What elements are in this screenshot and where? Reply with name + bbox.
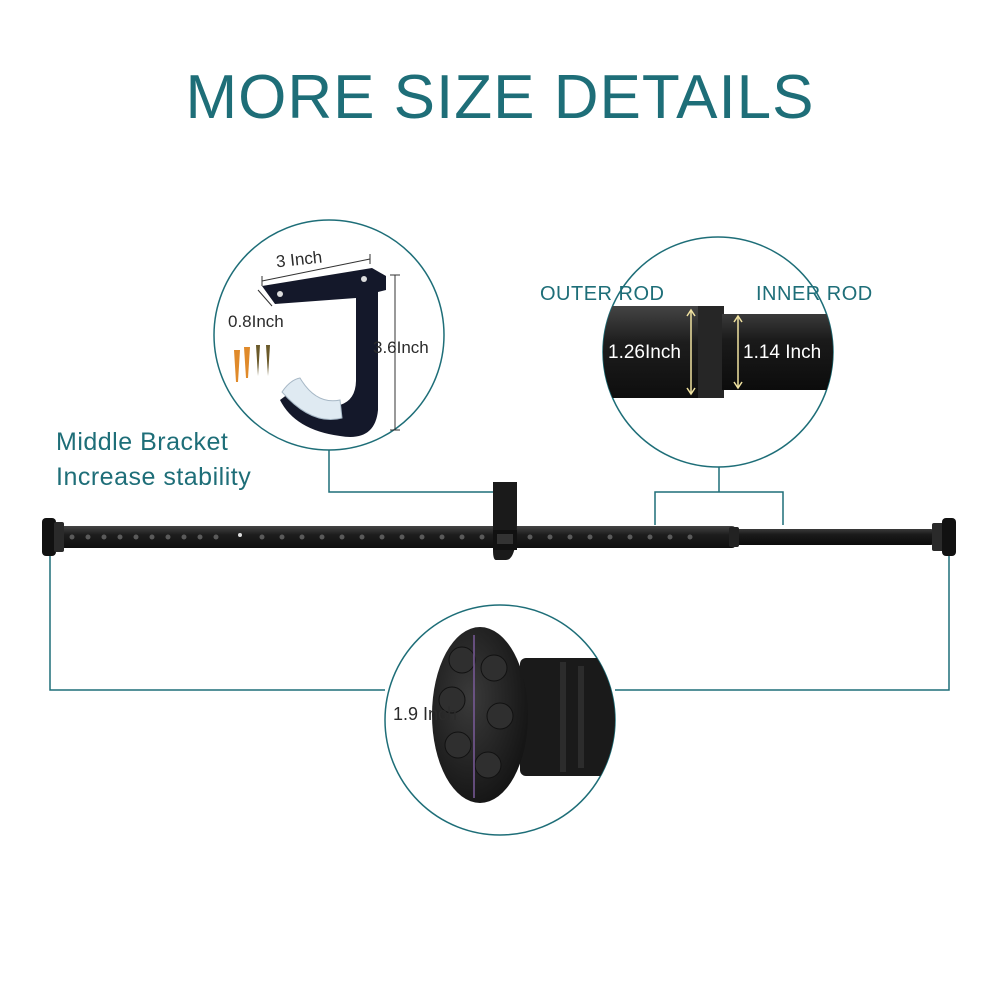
length-line-right (615, 555, 950, 691)
width-dim-line (261, 258, 371, 282)
joint-closeup (698, 306, 724, 398)
rod-joint (729, 527, 739, 547)
end-cap-right (942, 518, 956, 556)
bracket-depth-label: 0.8Inch (228, 312, 284, 331)
adjustment-holes (69, 533, 693, 540)
bracket-label-line1: Middle Bracket (56, 428, 229, 456)
bracket-detail-circle (213, 219, 445, 451)
page-title: MORE SIZE DETAILS (185, 63, 815, 132)
inner-rod (734, 529, 934, 545)
outer-rod (56, 526, 736, 548)
end-cap-right-collar (932, 523, 944, 551)
end-cap-detail-circle (384, 604, 616, 836)
screws-and-anchors (234, 345, 270, 382)
tension-rod (42, 482, 956, 560)
outer-rod-label: OUTER ROD (540, 283, 665, 305)
length-line-left (49, 555, 385, 691)
outer-rod-diameter: 1.26Inch (608, 342, 681, 363)
inner-rod-label: INNER ROD (756, 283, 873, 305)
bracket-clip (281, 377, 343, 420)
inner-rod-closeup (722, 314, 833, 390)
bracket-callout-line (328, 450, 507, 500)
inner-rod-diameter: 1.14 Inch (743, 342, 822, 363)
joint-callout-bracket (654, 491, 784, 525)
bracket-height-label: 3.6Inch (373, 338, 429, 357)
bracket-label-line2: Increase stability (56, 463, 252, 491)
end-cap-left (42, 518, 56, 556)
depth-dim-line (257, 289, 273, 307)
cap-collar (520, 658, 615, 776)
diameter-arrows (686, 308, 743, 396)
rod-detail-circle (602, 236, 834, 468)
end-cap-diameter: 1.9 Inch (393, 704, 458, 724)
